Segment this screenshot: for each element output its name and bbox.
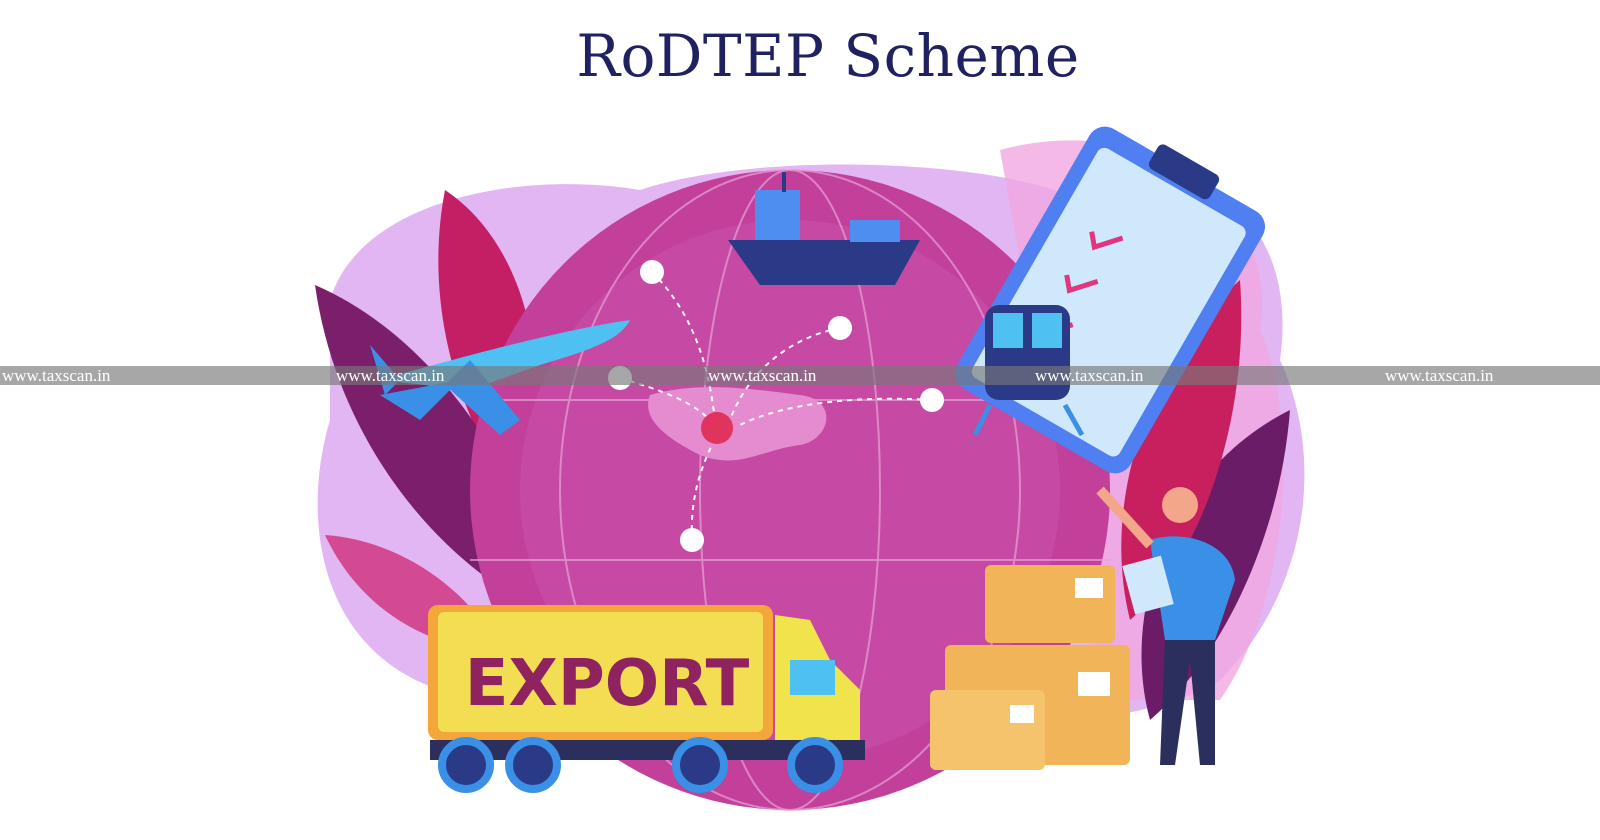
route-node	[680, 528, 704, 552]
watermark-text: www.taxscan.in	[1385, 366, 1494, 385]
route-node	[920, 388, 944, 412]
worker-figure	[1096, 486, 1235, 765]
hub-node	[701, 412, 733, 444]
watermark-strip: www.taxscan.in www.taxscan.in www.taxsca…	[0, 366, 1600, 385]
watermark-text: www.taxscan.in	[708, 366, 817, 385]
watermark-text: www.taxscan.in	[336, 366, 445, 385]
export-truck: EXPORT	[428, 605, 865, 793]
watermark-text: www.taxscan.in	[2, 366, 111, 385]
india-map	[648, 387, 827, 461]
ship-icon	[728, 172, 920, 285]
route-node	[828, 316, 852, 340]
cardboard-boxes	[930, 565, 1130, 770]
page-title: RoDTEP Scheme	[576, 22, 1080, 90]
watermark-text: www.taxscan.in	[1035, 366, 1144, 385]
truck-export-label: EXPORT	[465, 647, 750, 721]
route-node	[640, 260, 664, 284]
leaf-right-2	[1121, 280, 1242, 620]
